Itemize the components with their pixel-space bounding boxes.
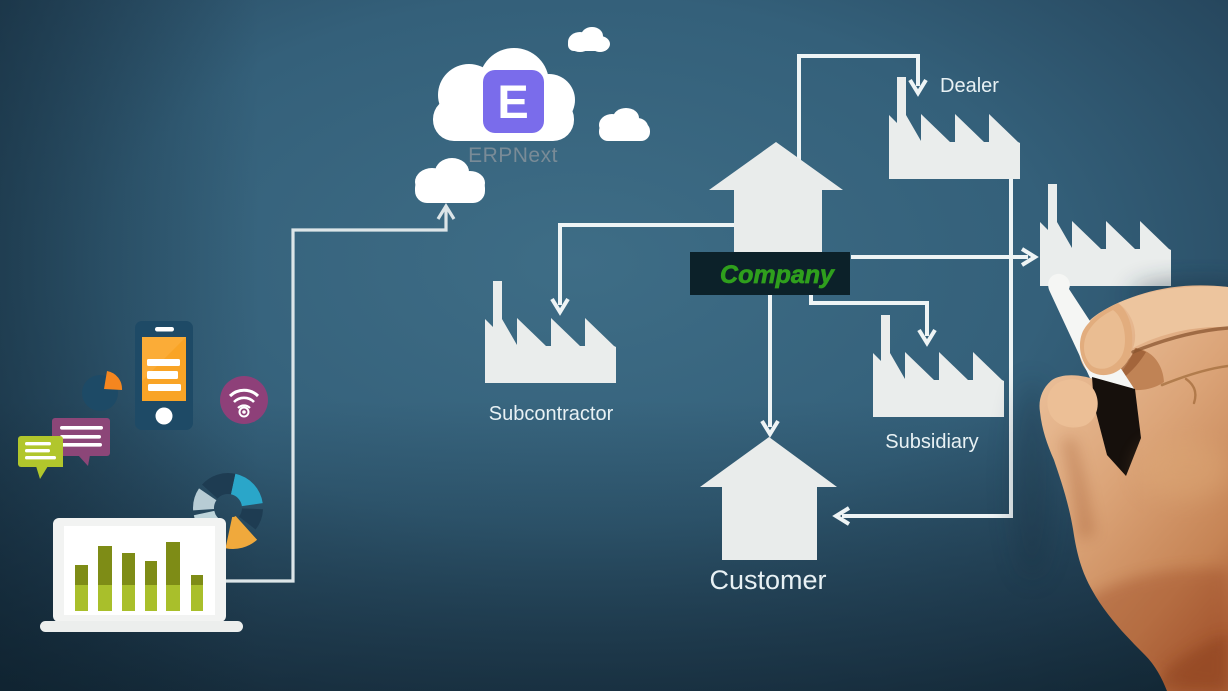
svg-text:ERPNext: ERPNext <box>468 144 558 167</box>
svg-text:E: E <box>497 75 528 128</box>
svg-text:Customer: Customer <box>709 565 826 595</box>
svg-text:Dealer: Dealer <box>940 75 999 97</box>
svg-text:Company: Company <box>720 261 835 289</box>
svg-text:Subsidiary: Subsidiary <box>885 431 978 453</box>
svg-text:Subcontractor: Subcontractor <box>489 403 614 425</box>
